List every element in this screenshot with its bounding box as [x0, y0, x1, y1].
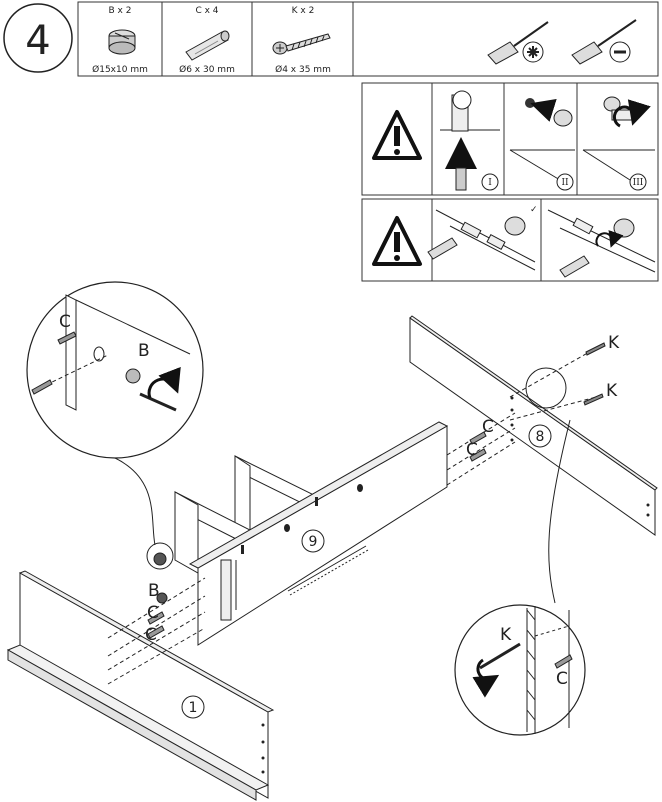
part-b-size: Ø15x10 mm: [92, 64, 148, 75]
screw-icon: [272, 33, 331, 55]
cam-callout-b: B: [148, 581, 160, 601]
parts-table: B x 2 Ø15x10 mm C x 4 Ø6 x 30 mm K x 2: [77, 1, 659, 77]
screw-detail-magnifier: K C: [454, 367, 586, 736]
dowel-correct: ✓: [427, 205, 538, 271]
cam-step-2-label: II: [561, 178, 569, 188]
panel-9: 9: [188, 421, 449, 646]
part-b: B x 2 Ø15x10 mm: [92, 6, 148, 75]
dowel-callout-c4: C: [466, 440, 478, 460]
panel-1-label: 1: [189, 700, 198, 716]
part-b-label: B x 2: [109, 6, 132, 16]
step-number: 4: [25, 18, 50, 64]
flat-screwdriver-icon: [571, 19, 637, 65]
warning-icon: [372, 110, 422, 160]
cam-step-1-label: I: [488, 178, 492, 188]
part-c-size: Ø6 x 30 mm: [179, 64, 235, 75]
screw-detail-k: K: [500, 625, 512, 645]
part-c-label: C x 4: [195, 6, 218, 16]
cam-warning-box: I II III: [361, 82, 659, 196]
part-k: K x 2 Ø4 x 35 mm: [272, 6, 331, 75]
cam-detail-c: C: [59, 312, 71, 332]
panel-9-label: 9: [309, 534, 318, 550]
screw-callout-k1: K: [608, 333, 620, 353]
panel-1: 1: [6, 570, 275, 801]
cam-step-2: II: [509, 98, 575, 191]
warning-icon: [372, 216, 422, 266]
cam-step-3: III: [582, 96, 655, 191]
cam-detail-magnifier: C B: [26, 281, 204, 570]
wooden-dowel-icon: [185, 30, 230, 61]
screw-callout-k2: K: [606, 381, 618, 401]
screw-detail-c: C: [556, 669, 568, 689]
part-c: C x 4 Ø6 x 30 mm: [179, 6, 235, 75]
phillips-screwdriver-icon: [487, 21, 549, 65]
dowel-warning-box: ✓: [361, 198, 659, 282]
cam-detail-b: B: [138, 341, 150, 361]
dowel-callout-c2: C: [145, 625, 157, 645]
cam-step-3-label: III: [633, 178, 644, 188]
dowel-inserted: [547, 209, 656, 278]
cam-lock-icon: [108, 29, 136, 55]
cam-step-1: I: [440, 90, 500, 191]
part-k-size: Ø4 x 35 mm: [275, 64, 331, 75]
dowel-check-mark: ✓: [530, 205, 538, 215]
part-k-label: K x 2: [292, 6, 315, 16]
dowel-callout-c3: C: [482, 417, 494, 437]
step-badge: 4: [3, 3, 73, 73]
exploded-hardware: B C C C C K K: [107, 333, 620, 685]
panel-8-label: 8: [536, 429, 545, 445]
dowel-callout-c1: C: [147, 603, 159, 623]
